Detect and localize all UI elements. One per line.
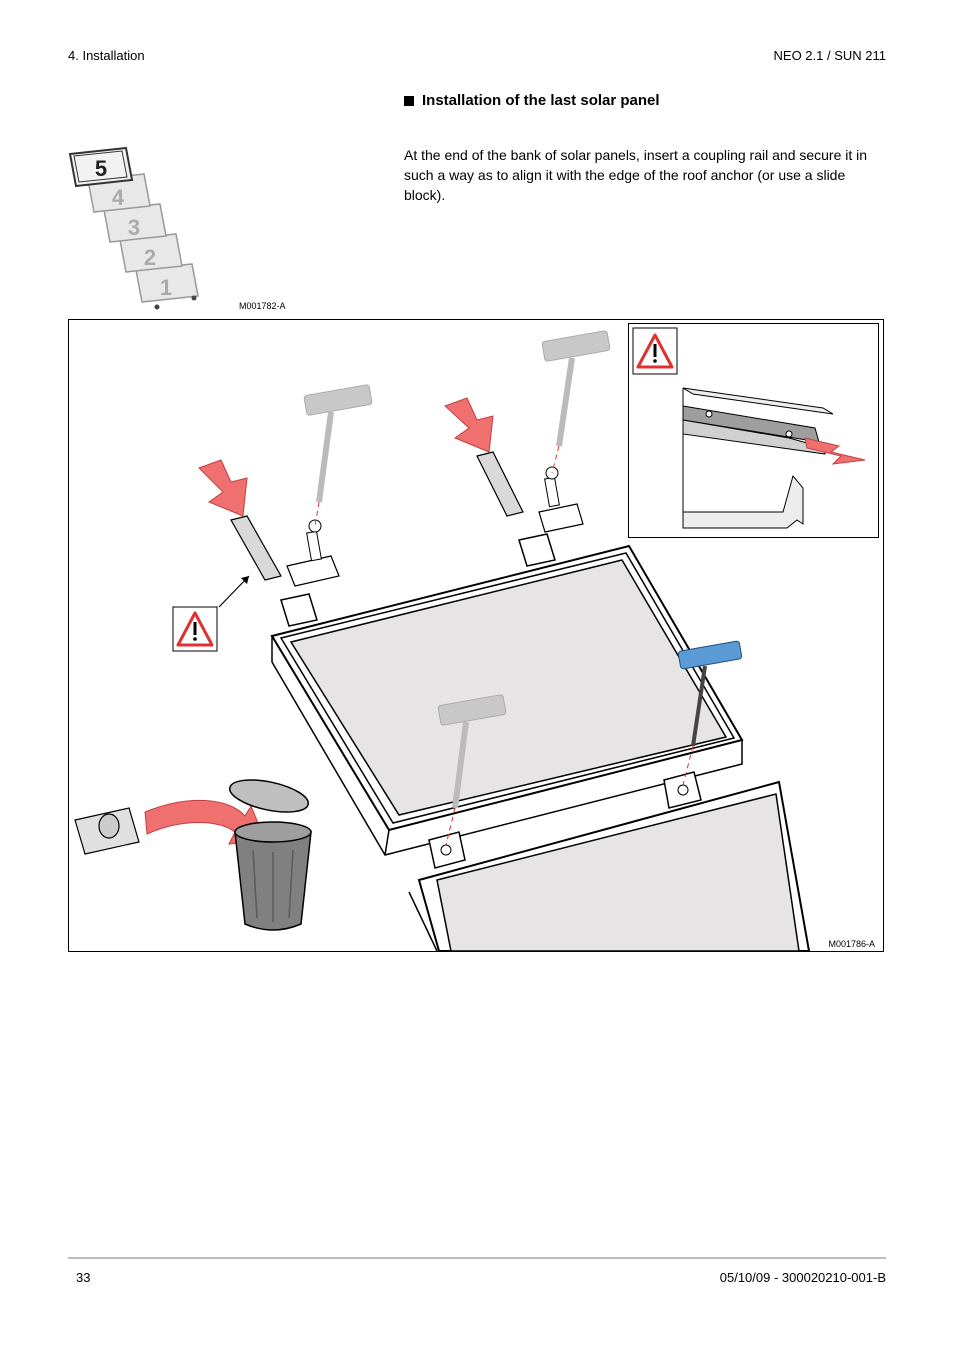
panel-number-1: 1 xyxy=(160,275,172,300)
main-illustration: M001786-A xyxy=(74,330,875,951)
square-bullet-icon xyxy=(404,95,414,106)
panel-number-2: 2 xyxy=(144,245,156,270)
solar-panel-upper xyxy=(270,544,744,856)
header-section: 4. Installation xyxy=(68,48,145,63)
main-figure-code: M001786-A xyxy=(828,939,875,949)
panel-number-3: 3 xyxy=(128,215,140,240)
small-figure-code: M001782-A xyxy=(239,301,286,311)
panel-sequence-figure: 5 4 3 2 1 M001782-A xyxy=(68,146,286,311)
solar-panel-lower xyxy=(408,780,811,951)
main-figure-frame xyxy=(68,319,884,952)
removed-clip xyxy=(74,807,140,855)
t-wrench-grey-2 xyxy=(541,330,611,447)
footer-divider xyxy=(68,1257,886,1259)
document-reference: 05/10/09 - 300020210-001-B xyxy=(719,1270,886,1285)
page-number: 33 xyxy=(76,1270,91,1285)
slide-block-right xyxy=(538,503,584,533)
t-wrench-grey-1 xyxy=(303,384,373,503)
section-title-text: Installation of the last solar panel xyxy=(422,92,660,109)
header-product: NEO 2.1 / SUN 211 xyxy=(773,48,886,63)
coupling-rail-left xyxy=(230,515,282,581)
inset-arrow-icon xyxy=(804,437,866,465)
section-title: Installation of the last solar panel xyxy=(404,92,660,109)
panel-number-5: 5 xyxy=(95,156,107,181)
warning-icon-inset xyxy=(632,327,678,375)
roof-anchor-left xyxy=(280,593,318,627)
t-wrench-blue xyxy=(677,640,743,747)
panel-outline-5 xyxy=(68,146,134,188)
trash-can-icon xyxy=(229,779,312,931)
inset-rail-illustration xyxy=(632,327,866,529)
panel-number-4: 4 xyxy=(112,185,125,210)
coupling-rail-right xyxy=(476,451,524,517)
warning-icon-left xyxy=(172,606,218,652)
body-paragraph: At the end of the bank of solar panels, … xyxy=(404,147,868,203)
t-wrench-grey-3 xyxy=(437,694,507,809)
roof-anchor-right xyxy=(518,533,556,567)
